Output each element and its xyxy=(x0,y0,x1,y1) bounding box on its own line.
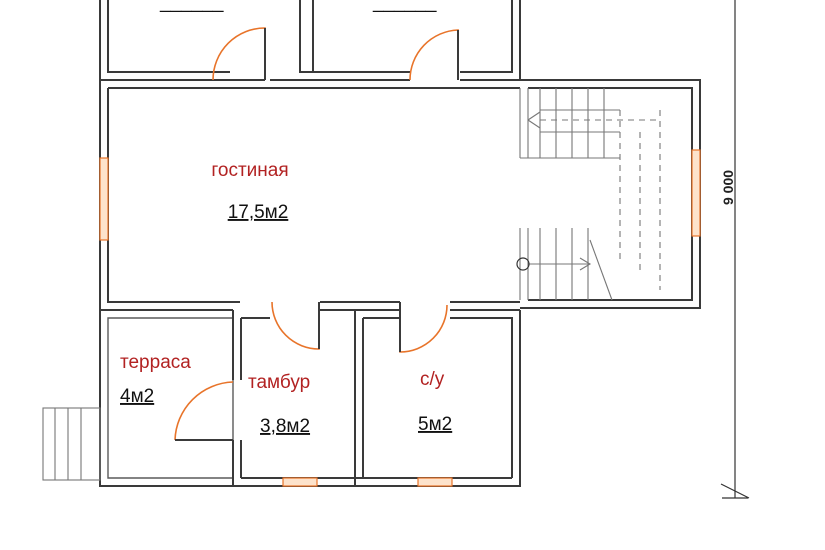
windows xyxy=(99,149,701,487)
terrace-area: 4м2 xyxy=(120,386,154,407)
door-bathroom xyxy=(399,302,448,353)
window-living-left xyxy=(99,157,109,241)
room-labels: гостиная 17,5м2 терраса 4м2 тамбур 3,8м2… xyxy=(120,160,452,437)
bathroom-area: 5м2 xyxy=(418,414,452,435)
window-bathroom xyxy=(417,477,453,487)
door-vestibule xyxy=(271,301,320,350)
staircase xyxy=(516,88,661,301)
dimension-line: 9 000 xyxy=(720,0,750,499)
top-mid-area-fragment: ______ xyxy=(372,0,437,13)
door-terrace xyxy=(174,381,234,441)
bathroom-name: с/у xyxy=(420,369,445,390)
vestibule-name: тамбур xyxy=(248,372,310,393)
living-room-name: гостиная xyxy=(211,160,288,181)
lower-walls xyxy=(99,310,521,487)
entry-steps xyxy=(42,407,101,481)
stair-start-marker xyxy=(516,257,530,271)
vestibule-area: 3,8м2 xyxy=(260,416,310,437)
doors xyxy=(174,27,459,441)
terrace-name: терраса xyxy=(120,352,191,373)
door-upper-mid xyxy=(409,29,459,81)
living-walls xyxy=(99,79,701,311)
top-left-area-fragment: ______ xyxy=(159,0,224,13)
window-vestibule xyxy=(282,477,318,487)
door-upper-left xyxy=(212,27,266,81)
living-room-area: 17,5м2 xyxy=(228,202,289,223)
window-living-right xyxy=(691,149,701,237)
dimension-label: 9 000 xyxy=(720,170,736,205)
